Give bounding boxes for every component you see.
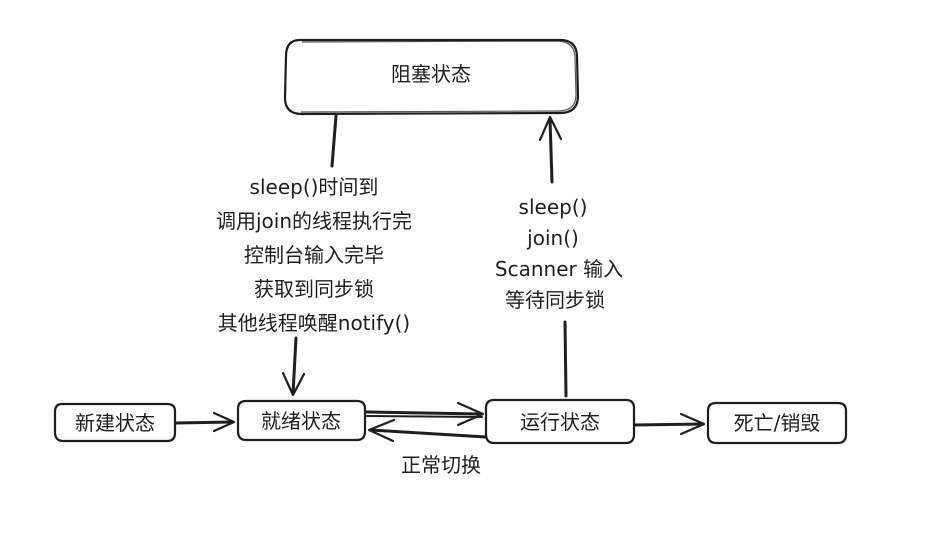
edge-blocked-to-ready-label-5: 其他线程唤醒notify() xyxy=(218,311,410,335)
edge-blocked-to-ready-label-4: 获取到同步锁 xyxy=(254,277,374,301)
edge-running-to-ready-label: 正常切换 xyxy=(401,453,481,477)
edge-running-to-blocked-line-bottom xyxy=(563,320,568,398)
node-ready: 就绪状态 xyxy=(236,399,367,442)
edge-running-to-dead xyxy=(633,412,706,436)
node-new-label: 新建状态 xyxy=(75,411,155,435)
node-dead: 死亡/销毁 xyxy=(706,401,848,445)
edge-running-to-dead-line xyxy=(633,422,705,427)
edge-blocked-to-ready-line-bottom xyxy=(291,336,298,396)
node-ready-box xyxy=(236,399,367,442)
node-new-box xyxy=(53,402,177,443)
node-ready-label: 就绪状态 xyxy=(261,409,341,433)
edge-running-to-blocked-arrowhead xyxy=(538,115,563,142)
edge-blocked-to-ready-arrowhead xyxy=(281,371,306,397)
node-blocked-box xyxy=(283,38,580,116)
edge-ready-to-running-line xyxy=(365,410,484,416)
edge-ready-to-running xyxy=(365,401,485,427)
edge-new-to-ready-arrowhead xyxy=(212,411,236,433)
node-blocked: 阻塞状态 xyxy=(283,38,580,116)
edge-running-to-blocked-label-1: sleep() xyxy=(519,195,588,219)
edge-running-to-blocked-label-2: join() xyxy=(526,226,579,250)
edge-new-to-ready-line xyxy=(174,420,235,425)
node-new: 新建状态 xyxy=(53,402,177,443)
edge-running-to-blocked-label-3: Scanner 输入 xyxy=(495,257,623,281)
node-dead-box xyxy=(706,401,848,445)
edge-running-to-ready-line xyxy=(368,428,488,439)
node-running: 运行状态 xyxy=(484,398,636,445)
edge-ready-to-running-arrowhead xyxy=(456,401,485,427)
edge-running-to-blocked-label-4: 等待同步锁 xyxy=(505,288,605,312)
node-dead-label: 死亡/销毁 xyxy=(734,411,821,435)
edge-blocked-to-ready-label-3: 控制台输入完毕 xyxy=(244,243,384,267)
edge-blocked-to-ready-label-2: 调用join的线程执行完 xyxy=(216,209,412,233)
node-blocked-box-stroke xyxy=(300,40,577,113)
node-running-box xyxy=(484,398,636,445)
edge-blocked-to-ready-line-top xyxy=(330,114,338,168)
edge-new-to-ready xyxy=(174,411,236,433)
edge-blocked-to-ready-label-1: sleep()时间到 xyxy=(250,175,379,199)
edge-running-to-ready: 正常切换 xyxy=(367,418,488,477)
edge-ready-to-running-line-2 xyxy=(366,415,483,418)
edge-running-to-dead-arrowhead xyxy=(679,412,706,436)
node-running-label: 运行状态 xyxy=(520,410,600,434)
edge-running-to-ready-arrowhead xyxy=(367,418,396,443)
edge-running-to-blocked: sleep() join() Scanner 输入 等待同步锁 xyxy=(495,115,623,398)
node-blocked-label: 阻塞状态 xyxy=(391,62,471,86)
edge-blocked-to-ready: sleep()时间到 调用join的线程执行完 控制台输入完毕 获取到同步锁 其… xyxy=(216,114,412,397)
edge-running-to-blocked-line-top xyxy=(548,117,554,184)
